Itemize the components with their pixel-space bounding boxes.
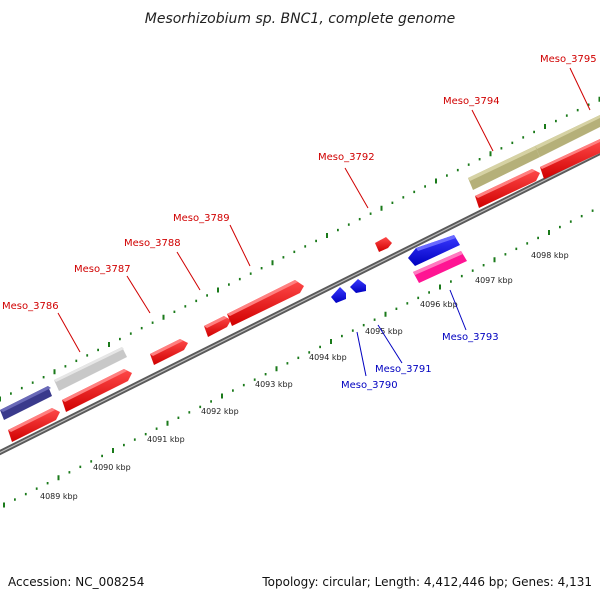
- gene-feature: [331, 287, 346, 303]
- tick-labels: 4089 kbp 4090 kbp 4091 kbp 4092 kbp 4093 kbp…: [40, 251, 569, 501]
- gene-feature: [350, 279, 366, 293]
- gene-feature: [62, 369, 132, 412]
- genome-summary-text: Topology: circular; Length: 4,412,446 bp…: [261, 575, 592, 589]
- outer-tick-row: [0, 96, 600, 402]
- gene-labels: Meso_3786 Meso_3787 Meso_3788 Meso_3789 …: [2, 54, 597, 391]
- gene-feature: [413, 251, 467, 283]
- tick-label: 4096 kbp: [420, 300, 458, 309]
- tick-label: 4097 kbp: [475, 276, 513, 285]
- gene-label: Meso_3795: [540, 54, 597, 65]
- gene-label: Meso_3789: [173, 213, 230, 224]
- gene-features: [0, 115, 600, 442]
- tick-label: 4091 kbp: [147, 435, 185, 444]
- tick-label: 4098 kbp: [531, 251, 569, 260]
- gene-label: Meso_3787: [74, 264, 131, 275]
- gene-feature: [227, 280, 304, 326]
- gene-feature: [150, 339, 188, 365]
- accession-text: Accession: NC_008254: [8, 575, 144, 589]
- gene-label: Meso_3793: [442, 332, 499, 343]
- map-title: Mesorhizobium sp. BNC1, complete genome: [145, 11, 456, 27]
- tick-label: 4090 kbp: [93, 463, 131, 472]
- gene-feature: [8, 408, 60, 442]
- gene-label: Meso_3794: [443, 96, 500, 107]
- gene-feature: [475, 169, 540, 208]
- gene-feature: [535, 115, 600, 157]
- gene-feature: [0, 386, 52, 420]
- gene-feature: [375, 237, 392, 252]
- gene-feature: [54, 347, 127, 391]
- tick-label: 4092 kbp: [201, 407, 239, 416]
- gene-label: Meso_3790: [341, 380, 398, 391]
- label-leaders: [57, 67, 591, 377]
- gene-label: Meso_3786: [2, 301, 59, 312]
- gene-feature: [204, 316, 231, 337]
- inner-tick-row: [3, 209, 594, 508]
- tick-label: 4089 kbp: [40, 492, 78, 501]
- gene-feature: [540, 139, 600, 179]
- gene-feature: [468, 146, 540, 190]
- gene-label: Meso_3792: [318, 152, 375, 163]
- gene-label: Meso_3788: [124, 238, 181, 249]
- tick-label: 4094 kbp: [309, 353, 347, 362]
- tick-label: 4095 kbp: [365, 327, 403, 336]
- gene-label: Meso_3791: [375, 364, 432, 375]
- gene-feature: [408, 235, 460, 266]
- genome-backbone: [0, 149, 600, 456]
- tick-label: 4093 kbp: [255, 380, 293, 389]
